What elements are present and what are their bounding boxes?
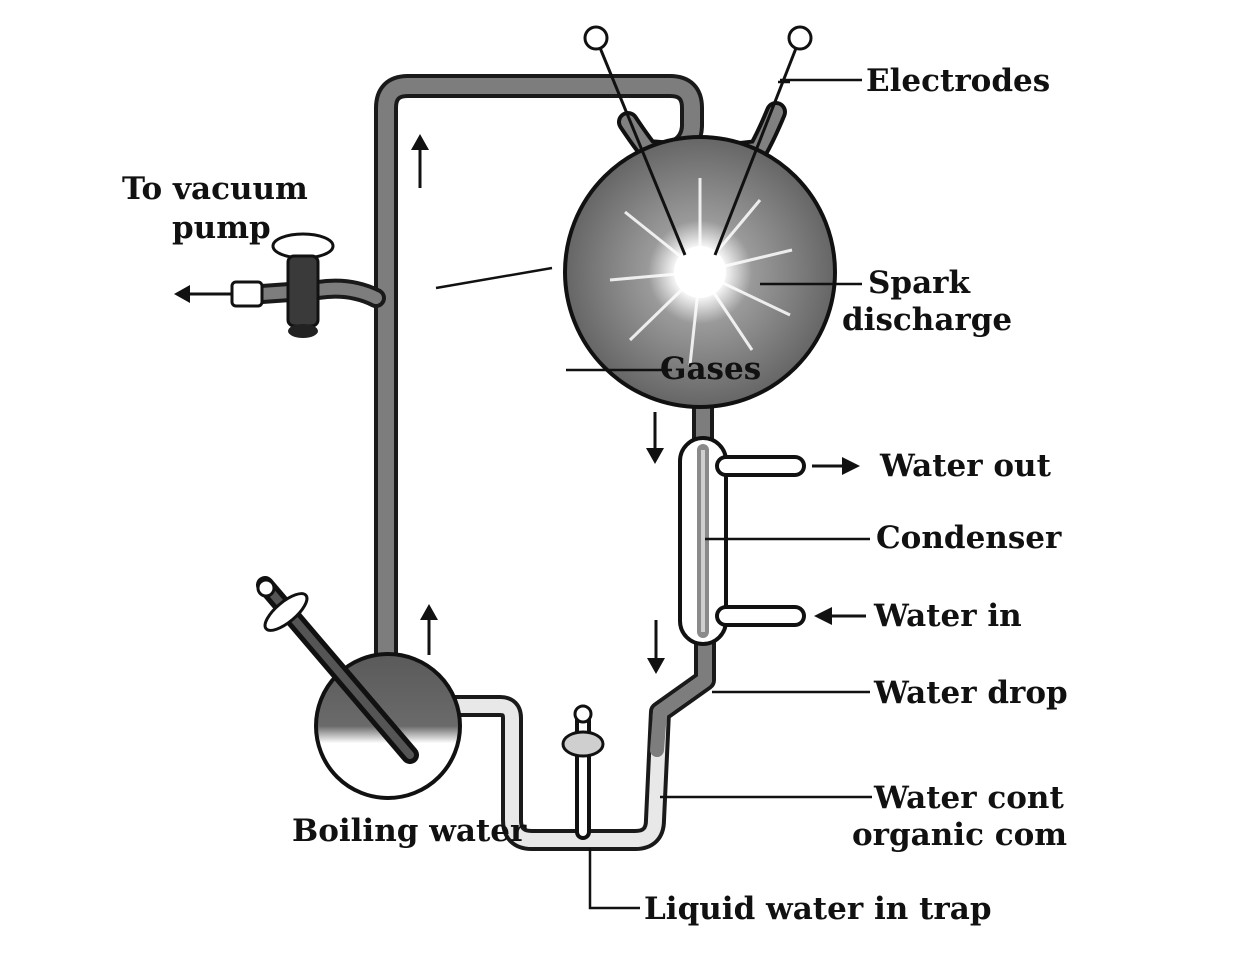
condenser	[678, 436, 806, 646]
label-water-drop: Water drop	[873, 675, 1068, 711]
label-gases: Gases	[660, 351, 761, 387]
boiling-flask	[256, 576, 462, 800]
label-water-in: Water in	[873, 598, 1022, 634]
electrodes	[583, 25, 813, 256]
arrow-right-icon	[812, 457, 860, 475]
label-pump: pump	[172, 210, 271, 246]
electrode-tip-icon	[787, 25, 813, 51]
leader-lines	[435, 78, 872, 910]
arrow-up-icon	[411, 134, 429, 188]
label-organic-com: organic com	[852, 817, 1067, 853]
vacuum-side-arm	[230, 232, 386, 338]
arrow-down-icon	[646, 412, 664, 464]
spark-flask	[563, 101, 837, 409]
label-spark: Spark	[868, 265, 971, 301]
label-liquid-water-trap: Liquid water in trap	[644, 891, 992, 927]
arrow-left-icon	[814, 607, 866, 625]
labels: Electrodes To vacuum pump Spark discharg…	[122, 63, 1068, 927]
label-discharge: discharge	[842, 302, 1012, 338]
label-boiling-water: Boiling water	[292, 813, 527, 849]
label-to-vacuum: To vacuum	[122, 171, 308, 207]
stopcock-icon	[271, 232, 335, 338]
arrow-down-icon	[647, 620, 665, 674]
flow-arrows	[174, 134, 866, 674]
label-water-cont: Water cont	[873, 780, 1064, 816]
stopcock-icon	[561, 704, 605, 758]
label-condenser: Condenser	[876, 520, 1062, 556]
electrode-tip-icon	[583, 25, 609, 51]
label-water-out: Water out	[879, 448, 1052, 484]
trap-stopcock	[561, 704, 605, 840]
arrow-up-icon	[420, 604, 438, 655]
label-electrodes: Electrodes	[866, 63, 1050, 99]
stopcock-icon	[256, 578, 309, 632]
arrow-left-icon	[174, 285, 232, 303]
